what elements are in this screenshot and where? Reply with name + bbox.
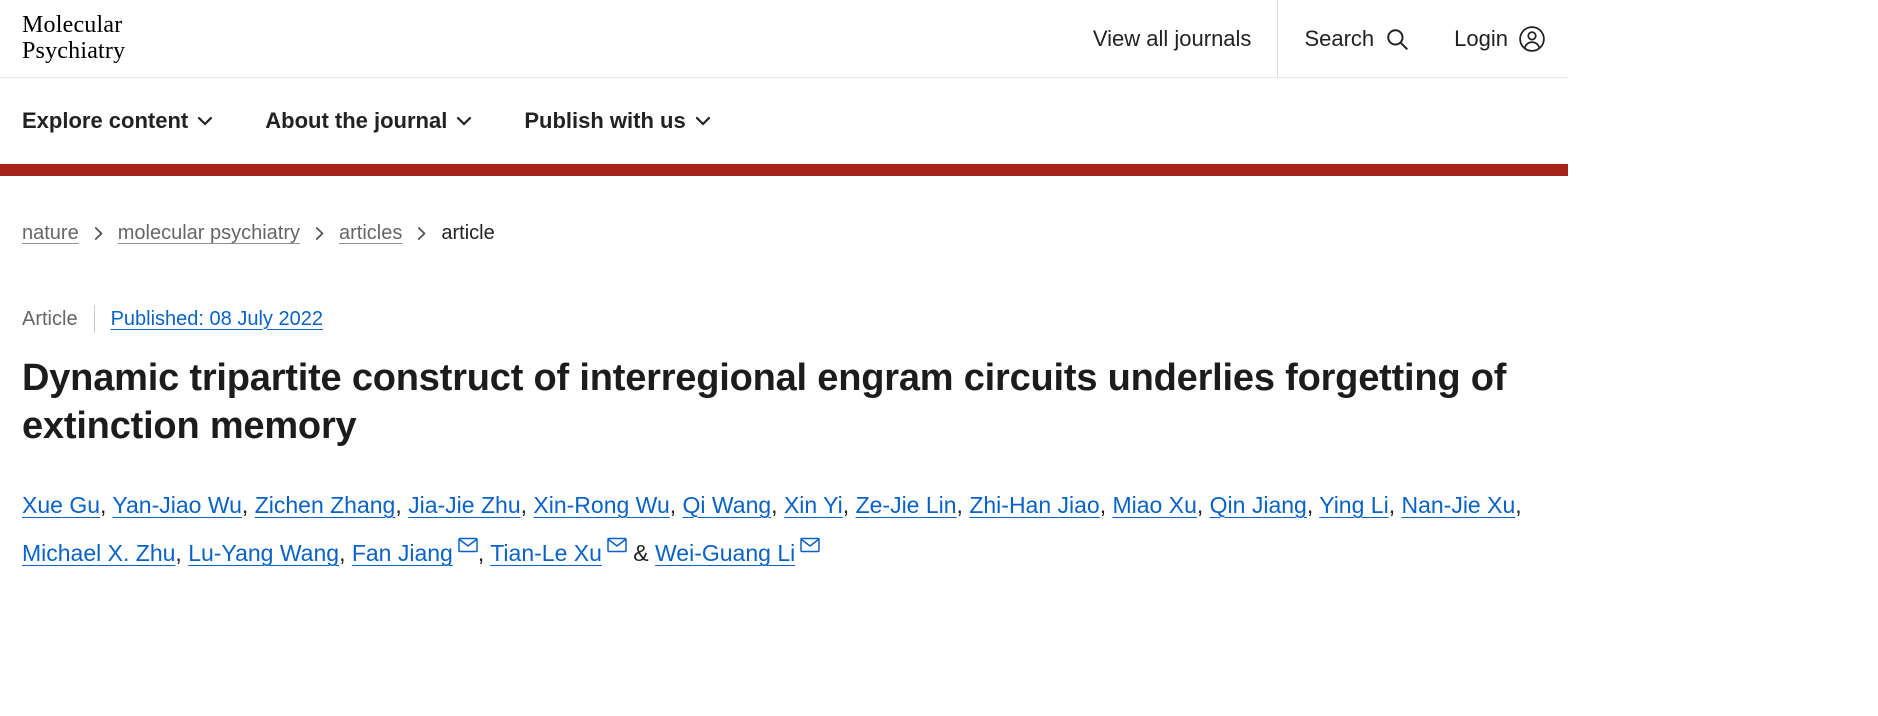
nav-item-label: Explore content (22, 108, 189, 133)
email-envelope-icon[interactable] (458, 537, 478, 553)
view-all-journals-label: View all journals (1092, 25, 1252, 51)
author-link-jia-jie-zhu[interactable]: Jia-Jie Zhu (408, 491, 521, 518)
nav-item-about-the-journal[interactable]: About the journal (265, 108, 472, 134)
breadcrumb-separator (417, 226, 427, 241)
header-divider (1277, 0, 1279, 78)
site-header: Molecular Psychiatry View all journals S… (0, 0, 1568, 78)
author-list: Xue Gu, Yan-Jiao Wu, Zichen Zhang, Jia-J… (22, 481, 1546, 578)
chevron-right-icon (315, 227, 324, 240)
author-separator: , (1306, 491, 1320, 518)
chevron-right-icon (418, 227, 427, 240)
nav-item-label: Publish with us (524, 108, 686, 133)
article-header-region: nature molecular psychiatry articles articl… (0, 222, 1568, 577)
published-date-link[interactable]: Published: 08 July 2022 (110, 307, 323, 330)
breadcrumb: nature molecular psychiatry articles articl… (22, 222, 1546, 245)
author-link-xue-gu[interactable]: Xue Gu (22, 491, 100, 518)
author-separator: , (520, 491, 534, 518)
author-link-miao-xu[interactable]: Miao Xu (1112, 491, 1197, 518)
chevron-down-icon (695, 116, 710, 126)
author-link-qin-jiang[interactable]: Qin Jiang (1209, 491, 1307, 518)
author-link-xin-rong-wu[interactable]: Xin-Rong Wu (533, 491, 670, 518)
article-title: Dynamic tripartite construct of interreg… (22, 357, 1507, 447)
page: Molecular Psychiatry View all journals S… (0, 0, 1568, 577)
email-envelope-icon[interactable] (800, 537, 820, 553)
breadcrumb-item-article: article (441, 222, 495, 244)
header-actions: View all journals Search Login (1093, 0, 1546, 78)
journal-logo-line1: Molecular (22, 11, 123, 38)
view-all-journals-link[interactable]: View all journals (1093, 26, 1252, 52)
author-separator: , (339, 540, 352, 567)
chevron-right-icon (94, 227, 103, 240)
author-separator: , (842, 491, 856, 518)
author-separator: , (771, 491, 784, 518)
search-link[interactable]: Search (1304, 26, 1410, 52)
author-separator: & (626, 540, 656, 567)
journal-logo-link[interactable]: Molecular Psychiatry (22, 11, 126, 64)
article-meta: Article Published: 08 July 2022 (22, 305, 1546, 333)
main-nav: Explore content About the journal Publish … (0, 78, 1568, 164)
breadcrumb-item-nature[interactable]: nature (22, 222, 79, 244)
login-user-icon (1519, 25, 1545, 52)
login-link[interactable]: Login (1454, 25, 1546, 53)
breadcrumb-separator (94, 226, 103, 241)
breadcrumb-item-articles[interactable]: articles (339, 222, 403, 244)
author-link-ying-li[interactable]: Ying Li (1319, 491, 1389, 518)
author-separator: , (1099, 491, 1113, 518)
author-link-michael-x-zhu[interactable]: Michael X. Zhu (22, 540, 176, 567)
journal-logo-line2: Psychiatry (22, 37, 126, 64)
author-separator: , (1515, 491, 1522, 518)
article-type-label: Article (22, 307, 78, 330)
author-link-qi-wang[interactable]: Qi Wang (682, 491, 772, 518)
author-link-lu-yang-wang[interactable]: Lu-Yang Wang (188, 540, 340, 567)
breadcrumb-separator (315, 226, 324, 241)
nav-item-explore-content[interactable]: Explore content (22, 108, 213, 134)
search-label: Search (1304, 25, 1375, 51)
author-separator: , (395, 491, 409, 518)
author-link-nan-jie-xu[interactable]: Nan-Jie Xu (1401, 491, 1516, 518)
author-separator: , (241, 491, 255, 518)
author-link-wei-guang-li[interactable]: Wei-Guang Li (655, 540, 796, 567)
accent-bar (0, 164, 1568, 176)
author-link-tian-le-xu[interactable]: Tian-Le Xu (490, 540, 602, 567)
breadcrumb-item-molecular-psychiatry[interactable]: molecular psychiatry (117, 222, 301, 244)
email-envelope-icon[interactable] (607, 537, 627, 553)
author-separator: , (175, 540, 189, 567)
nav-item-label: About the journal (265, 108, 448, 133)
author-link-fan-jiang[interactable]: Fan Jiang (351, 540, 453, 567)
author-separator: , (669, 491, 683, 518)
author-link-xin-yi[interactable]: Xin Yi (783, 491, 843, 518)
author-separator: , (1388, 491, 1402, 518)
author-separator: , (100, 491, 113, 518)
author-link-yan-jiao-wu[interactable]: Yan-Jiao Wu (112, 491, 242, 518)
author-link-ze-jie-lin[interactable]: Ze-Jie Lin (855, 491, 957, 518)
chevron-down-icon (198, 116, 213, 126)
journal-logo: Molecular Psychiatry (22, 11, 126, 64)
author-separator: , (956, 491, 970, 518)
author-separator: , (477, 540, 491, 567)
author-link-zichen-zhang[interactable]: Zichen Zhang (254, 491, 396, 518)
author-link-zhi-han-jiao[interactable]: Zhi-Han Jiao (969, 491, 1100, 518)
author-separator: , (1196, 491, 1210, 518)
login-label: Login (1454, 25, 1508, 51)
nav-item-publish-with-us[interactable]: Publish with us (524, 108, 710, 134)
chevron-down-icon (457, 116, 472, 126)
search-icon (1387, 28, 1408, 50)
meta-divider (93, 305, 95, 333)
